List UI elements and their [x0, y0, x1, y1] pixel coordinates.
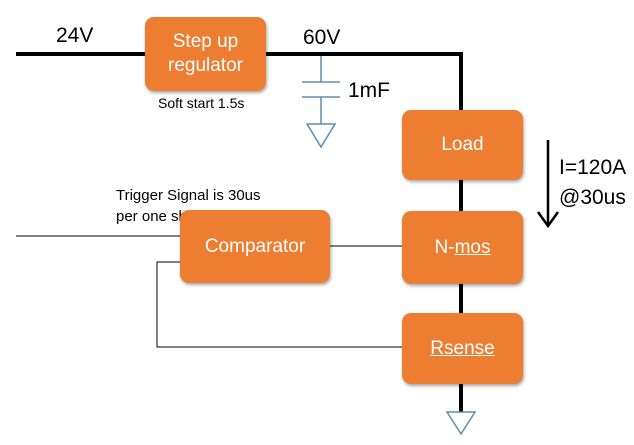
step-up-regulator-block: Step up regulator [145, 17, 266, 91]
capacitor-value-label: 1mF [348, 79, 390, 102]
load-label: Load [441, 134, 484, 155]
nmos-label-suffix: mos [454, 236, 491, 258]
ground-symbol-capacitor [305, 123, 337, 149]
soft-start-label: Soft start 1.5s [158, 95, 245, 111]
current-value-label: I=120A [559, 156, 627, 179]
current-timing-label: @30us [559, 186, 626, 209]
current-arrow-head [536, 211, 560, 229]
comparator-block: Comparator [180, 210, 330, 283]
load-block: Load [402, 110, 523, 180]
comparator-label: Comparator [204, 235, 306, 257]
rsense-block: Rsense [402, 313, 523, 384]
trigger-signal-line2: per one shot [116, 208, 200, 225]
nmos-label-prefix: N- [434, 236, 455, 258]
nmos-block: N-mos [402, 211, 523, 284]
output-voltage-label: 60V [303, 26, 341, 49]
trigger-signal-label: Trigger Signal is 30us per one shot [116, 185, 261, 227]
ground-symbol-bottom [445, 411, 477, 436]
rsense-label: Rsense [430, 337, 495, 359]
step-up-regulator-label: Step up regulator [168, 31, 243, 76]
input-voltage-label: 24V [56, 24, 94, 47]
nmos-label: N-mos [435, 236, 491, 260]
trigger-signal-line1: Trigger Signal is 30us [116, 187, 261, 204]
feedback-wire [156, 261, 402, 348]
